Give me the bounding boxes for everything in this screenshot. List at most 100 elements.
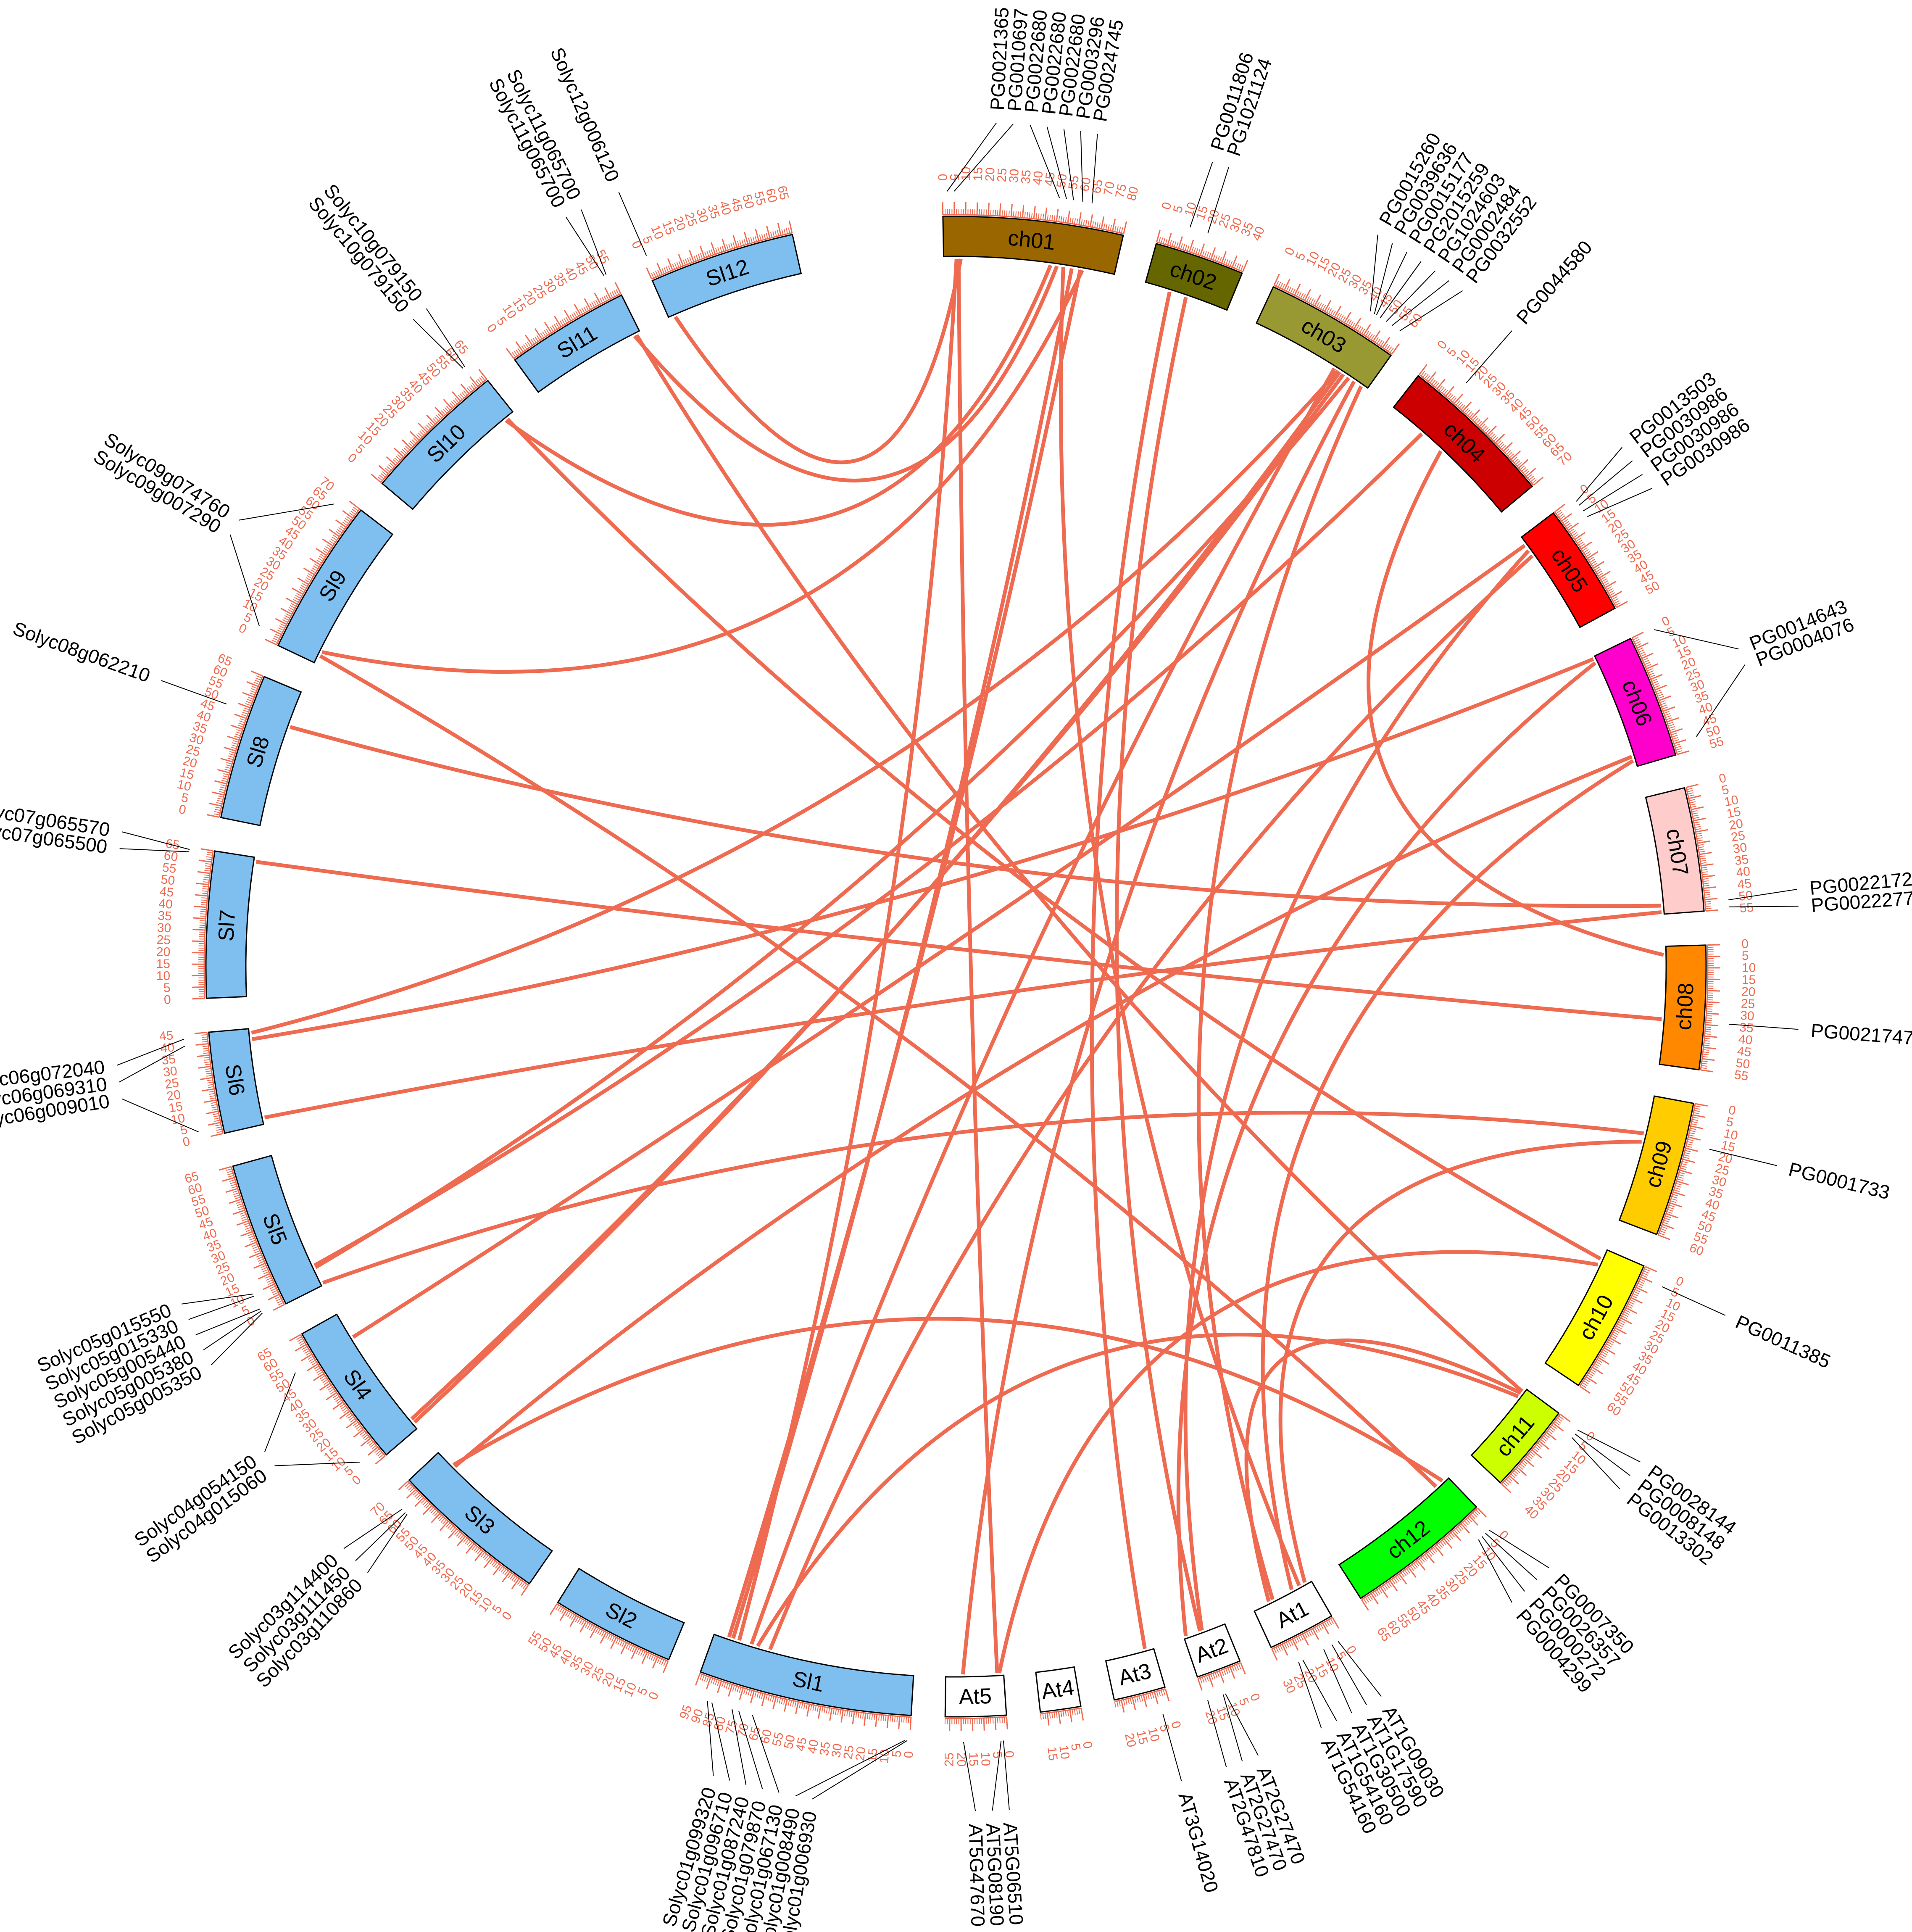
tick bbox=[456, 1536, 466, 1547]
tick-label: 30 bbox=[1740, 1009, 1754, 1023]
tick bbox=[1518, 1465, 1523, 1470]
tick bbox=[339, 1410, 350, 1419]
tick bbox=[653, 271, 656, 278]
tick bbox=[1614, 1329, 1620, 1334]
tick bbox=[1685, 1150, 1691, 1152]
tick bbox=[352, 509, 357, 513]
tick bbox=[506, 348, 515, 359]
tick bbox=[303, 567, 315, 575]
tick bbox=[882, 1715, 885, 1721]
tick bbox=[206, 858, 212, 860]
tick-label: 10 bbox=[176, 777, 192, 794]
tick bbox=[435, 406, 444, 417]
tick bbox=[772, 1696, 777, 1709]
tick bbox=[1022, 205, 1024, 218]
tick bbox=[490, 1559, 494, 1565]
tick bbox=[432, 1510, 437, 1515]
tick bbox=[310, 569, 316, 573]
tick bbox=[1699, 851, 1705, 853]
tick bbox=[676, 262, 679, 268]
tick-label: 15 bbox=[1134, 1729, 1151, 1746]
tick-baseline-ch02 bbox=[1156, 241, 1243, 272]
tick bbox=[1080, 1708, 1084, 1721]
tick bbox=[261, 1267, 267, 1270]
tick-label: 30 bbox=[1007, 169, 1022, 184]
tick bbox=[1584, 1378, 1590, 1382]
tick bbox=[1525, 1456, 1531, 1461]
tick bbox=[1689, 801, 1696, 804]
tick bbox=[278, 1302, 284, 1306]
tick bbox=[246, 681, 259, 687]
tick bbox=[481, 376, 485, 381]
tick bbox=[304, 1350, 310, 1354]
tick bbox=[296, 593, 302, 597]
tick bbox=[1609, 592, 1615, 596]
tick bbox=[1687, 1139, 1694, 1141]
tick bbox=[212, 1108, 218, 1111]
tick-baseline-ch11 bbox=[1501, 1413, 1561, 1484]
tick bbox=[1438, 385, 1443, 391]
tick bbox=[1429, 1550, 1434, 1555]
tick bbox=[1069, 217, 1072, 224]
tick bbox=[1664, 1218, 1670, 1220]
gene-connector bbox=[1577, 1429, 1641, 1463]
tick bbox=[617, 1639, 621, 1645]
tick bbox=[406, 1484, 411, 1489]
tick bbox=[470, 384, 475, 390]
tick-label: 25 bbox=[1741, 996, 1755, 1011]
tick bbox=[257, 1256, 263, 1260]
tick bbox=[1644, 662, 1650, 665]
tick bbox=[395, 456, 401, 461]
gene-connector bbox=[1207, 167, 1229, 234]
link-3 bbox=[505, 264, 1053, 527]
tick bbox=[1462, 401, 1472, 412]
tick bbox=[484, 1555, 489, 1560]
tick bbox=[1674, 743, 1680, 746]
tick bbox=[1334, 306, 1342, 318]
tick bbox=[342, 522, 348, 526]
tick bbox=[1646, 663, 1658, 669]
tick-label: 25 bbox=[942, 1753, 956, 1767]
tick bbox=[1488, 432, 1494, 437]
tick-label: 15 bbox=[156, 957, 170, 971]
tick bbox=[211, 1102, 217, 1104]
tick bbox=[652, 1656, 658, 1669]
gene-connector bbox=[1063, 129, 1074, 200]
tick bbox=[254, 680, 261, 683]
tick bbox=[1143, 1695, 1147, 1707]
tick bbox=[273, 638, 279, 641]
tick bbox=[1158, 1690, 1161, 1697]
segment-ch05 bbox=[1520, 512, 1616, 628]
tick bbox=[1422, 1555, 1427, 1561]
tick bbox=[460, 393, 464, 399]
tick bbox=[698, 254, 701, 260]
tick bbox=[400, 451, 406, 456]
tick-baseline-at1 bbox=[1271, 1617, 1333, 1650]
tick bbox=[1694, 1107, 1700, 1110]
tick bbox=[1556, 1419, 1561, 1424]
tick bbox=[1528, 1453, 1534, 1458]
tick bbox=[1426, 375, 1430, 381]
tick bbox=[289, 1334, 301, 1342]
tick-label: 0 bbox=[182, 1134, 192, 1149]
tick bbox=[689, 250, 695, 262]
tick bbox=[885, 1715, 887, 1721]
tick bbox=[491, 1560, 496, 1566]
tick bbox=[263, 1283, 275, 1290]
tick bbox=[1273, 1647, 1277, 1654]
tick bbox=[530, 339, 535, 345]
tick bbox=[220, 758, 233, 763]
tick bbox=[449, 402, 454, 408]
gene-connector bbox=[413, 319, 464, 369]
tick bbox=[1051, 215, 1053, 221]
tick bbox=[1565, 522, 1571, 527]
tick bbox=[1316, 1626, 1320, 1632]
tick bbox=[1675, 1185, 1681, 1188]
tick bbox=[1506, 1479, 1511, 1484]
tick bbox=[320, 554, 326, 558]
tick bbox=[1127, 1698, 1130, 1705]
tick bbox=[1617, 1323, 1623, 1327]
tick bbox=[737, 1686, 740, 1692]
tick bbox=[1669, 726, 1675, 729]
tick bbox=[1277, 1646, 1281, 1652]
